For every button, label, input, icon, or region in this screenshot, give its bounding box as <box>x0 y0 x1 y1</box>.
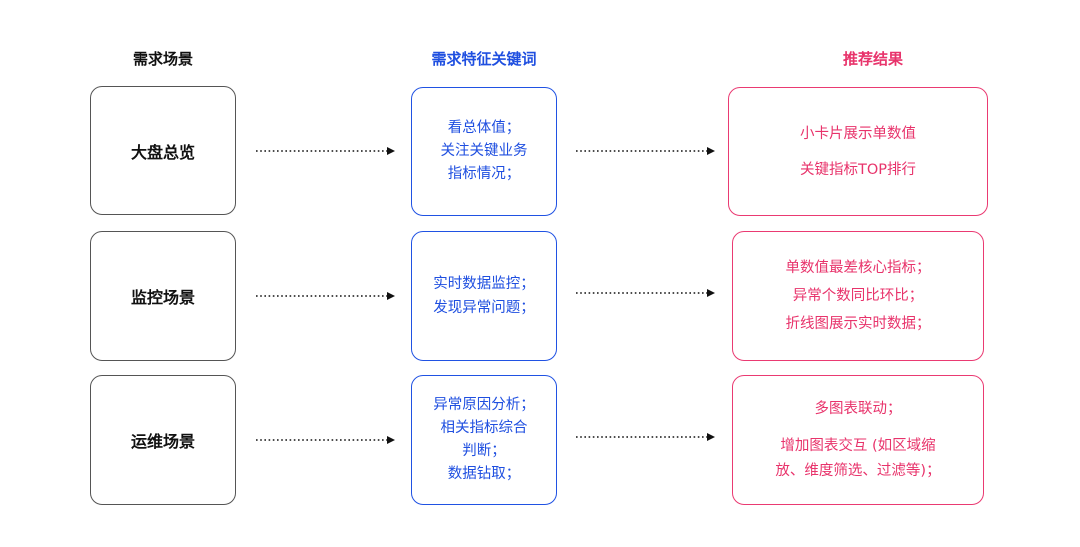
keyword-line: 关注关键业务 <box>440 143 528 159</box>
result-box-monitoring: 单数值最差核心指标； 异常个数同比环比； 折线图展示实时数据； <box>732 231 984 361</box>
keyword-line: 判断； <box>462 443 506 459</box>
keyword-box-monitoring: 实时数据监控； 发现异常问题； <box>411 231 557 361</box>
result-line: 放、维度筛选、过滤等)； <box>775 462 941 479</box>
keyword-box-overview: 看总体值； 关注关键业务 指标情况； <box>411 87 557 216</box>
scene-label: 大盘总览 <box>130 142 195 162</box>
scene-label: 运维场景 <box>130 432 195 451</box>
keyword-line: 实时数据监控； <box>433 276 535 292</box>
header-result: 推荐结果 <box>842 50 903 68</box>
keyword-line: 指标情况； <box>447 166 521 182</box>
result-line: 小卡片展示单数值 <box>800 125 916 142</box>
result-line: 关键指标TOP排行 <box>799 161 916 178</box>
scene-label: 监控场景 <box>130 288 195 307</box>
result-line: 增加图表交互 (如区域缩 <box>780 437 936 454</box>
keyword-line: 相关指标综合 <box>440 420 528 436</box>
result-line: 折线图展示实时数据； <box>785 316 931 332</box>
scene-box-monitoring: 监控场景 <box>90 231 236 361</box>
keyword-line: 发现异常问题； <box>433 300 535 316</box>
keyword-line: 数据钻取； <box>447 466 521 482</box>
keyword-line: 看总体值； <box>447 120 521 136</box>
scene-box-overview: 大盘总览 <box>90 86 236 215</box>
result-box-overview: 小卡片展示单数值 关键指标TOP排行 <box>728 87 988 216</box>
result-line: 多图表联动； <box>814 400 902 417</box>
header-keywords: 需求特征关键词 <box>431 50 537 68</box>
scene-box-operations: 运维场景 <box>90 375 236 505</box>
result-line: 单数值最差核心指标； <box>785 260 931 276</box>
result-box-operations: 多图表联动； 增加图表交互 (如区域缩 放、维度筛选、过滤等)； <box>732 375 984 505</box>
header-scene: 需求场景 <box>132 50 193 68</box>
result-line: 异常个数同比环比； <box>792 288 924 304</box>
keyword-line: 异常原因分析； <box>433 397 535 413</box>
keyword-box-operations: 异常原因分析； 相关指标综合 判断； 数据钻取； <box>411 375 557 505</box>
